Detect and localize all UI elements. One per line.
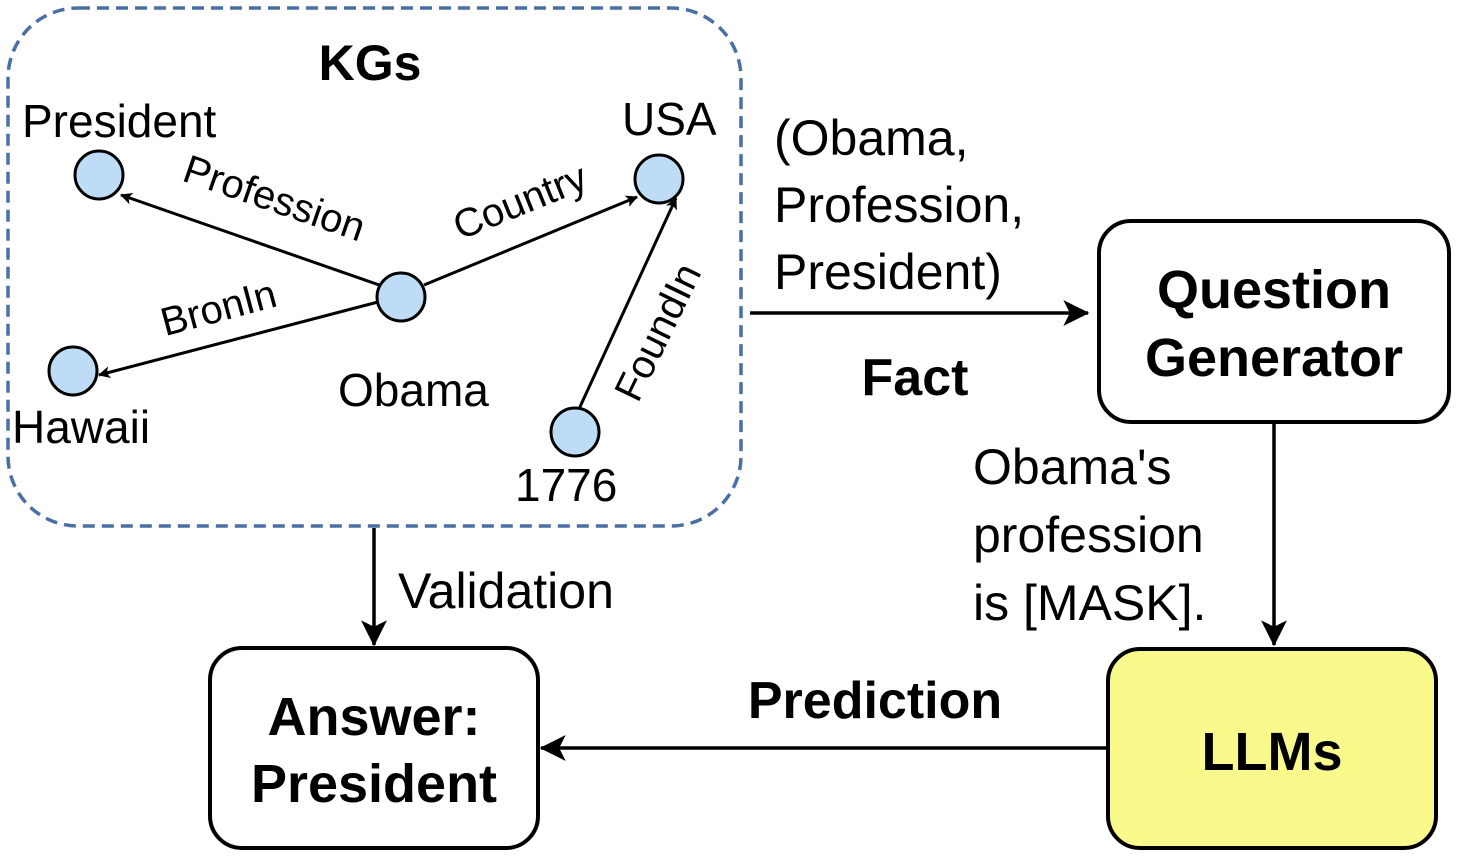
fact-line-1: (Obama, — [774, 110, 969, 166]
answer-box — [208, 646, 540, 850]
llms-label: LLMs — [1202, 722, 1343, 782]
question-line-3: is [MASK]. — [973, 575, 1206, 631]
question-line-2: profession — [973, 507, 1204, 563]
node-obama — [375, 271, 427, 323]
kg-container — [6, 6, 743, 528]
node-president — [73, 149, 125, 201]
question-line-1: Obama's — [973, 439, 1172, 495]
kg-title: KGs — [319, 35, 422, 91]
llms-box — [1106, 647, 1438, 850]
answer-line-2: President — [251, 754, 497, 814]
validation-label: Validation — [398, 563, 614, 619]
question-generator-box — [1097, 219, 1451, 424]
node-hawaii-label: Hawaii — [12, 401, 150, 453]
question-generator-line-1: Question — [1157, 260, 1391, 320]
fact-line-3: President) — [774, 244, 1002, 300]
fact-line-2: Profession, — [774, 177, 1024, 233]
node-1776 — [549, 406, 601, 458]
node-usa-label: USA — [622, 93, 717, 145]
node-hawaii — [47, 345, 99, 397]
node-obama-label: Obama — [338, 364, 489, 416]
answer-line-1: Answer: — [267, 687, 480, 747]
fact-label: Fact — [862, 349, 969, 407]
edge-bornin-label: BronIn — [156, 272, 281, 345]
prediction-label: Prediction — [748, 672, 1002, 730]
question-generator-line-2: Generator — [1145, 328, 1403, 388]
node-1776-label: 1776 — [515, 459, 617, 511]
node-usa — [633, 153, 685, 205]
edge-foundin-line — [577, 197, 678, 410]
edge-profession-label: Profession — [178, 147, 371, 250]
edge-bornin-line — [98, 300, 379, 379]
edge-country-label: Country — [447, 155, 593, 248]
edge-foundin-label: FoundIn — [606, 257, 710, 408]
node-president-label: President — [22, 95, 217, 147]
edge-country-line — [423, 195, 638, 287]
edge-profession-line — [120, 192, 383, 288]
